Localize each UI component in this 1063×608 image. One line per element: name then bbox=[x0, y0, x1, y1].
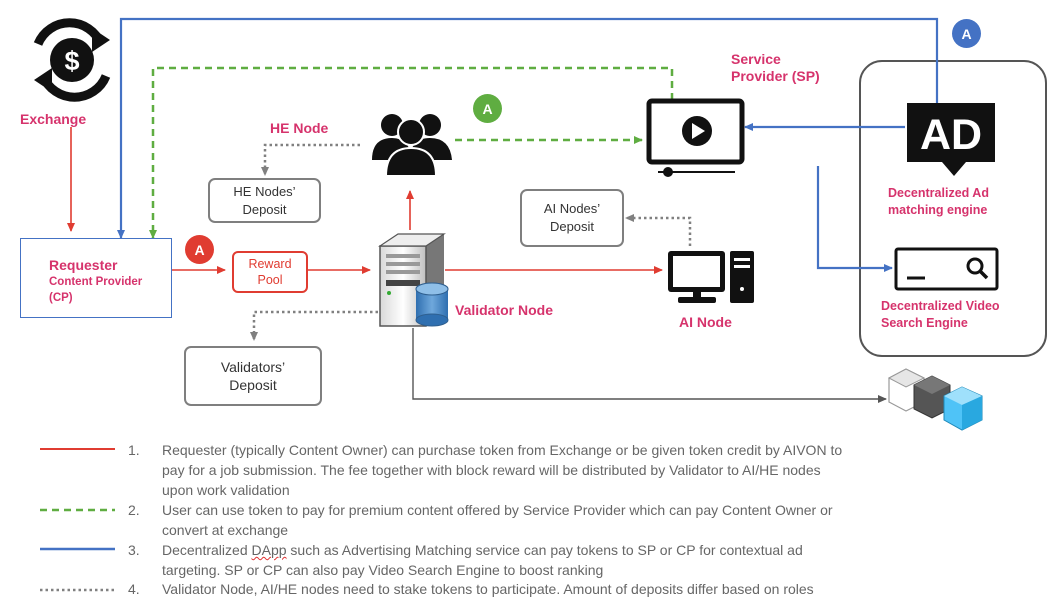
exchange-label: Exchange bbox=[20, 111, 87, 127]
video-search-line2: Search Engine bbox=[881, 316, 968, 330]
currency-exchange-icon: $ bbox=[33, 18, 111, 102]
ad-engine-line1: Decentralized Ad bbox=[888, 186, 989, 200]
svg-text:AD: AD bbox=[920, 111, 982, 159]
badge-red-a: A bbox=[185, 235, 214, 264]
legend-2-line1: User can use token to pay for premium co… bbox=[162, 502, 833, 518]
badge-green-a: A bbox=[473, 94, 502, 123]
validator-node-label: Validator Node bbox=[455, 302, 554, 318]
he-deposit-line2: Deposit bbox=[242, 201, 287, 217]
validators-deposit-line1: Validators’ bbox=[220, 359, 286, 375]
service-provider-line2: Provider (SP) bbox=[731, 68, 820, 84]
green-flow-lines bbox=[149, 66, 674, 239]
blue-flow-lines bbox=[117, 17, 939, 272]
reward-pool-box[interactable]: Reward Pool bbox=[232, 251, 308, 293]
red-flow-lines bbox=[67, 127, 663, 274]
legend-num-4: 4. bbox=[128, 581, 140, 597]
people-group-icon bbox=[372, 114, 452, 177]
badge-blue-a: A bbox=[952, 19, 981, 48]
legend-text-2: User can use token to pay for premium co… bbox=[162, 500, 902, 540]
video-search-line1: Decentralized Video bbox=[881, 299, 1000, 313]
legend-2-line2: convert at exchange bbox=[162, 522, 289, 538]
svg-text:$: $ bbox=[64, 46, 79, 76]
server-database-icon bbox=[378, 233, 449, 327]
blockchain-cubes-icon bbox=[887, 368, 983, 431]
requester-box[interactable]: Requester Content Provider (CP) bbox=[20, 238, 172, 318]
ai-deposit-line2: Deposit bbox=[549, 219, 595, 234]
legend-num-1: 1. bbox=[128, 442, 140, 458]
video-search-label: Decentralized Video Search Engine bbox=[881, 298, 1000, 332]
legend-3-dapp: DApp bbox=[251, 542, 287, 558]
legend-text-3: Decentralized DApp such as Advertising M… bbox=[162, 540, 902, 580]
legend-1-line3: upon work validation bbox=[162, 482, 290, 498]
legend-num-2: 2. bbox=[128, 502, 140, 518]
decentralized-services-container bbox=[859, 60, 1047, 357]
validators-deposit-box[interactable]: Validators’ Deposit bbox=[184, 346, 322, 406]
requester-subtitle: Content Provider bbox=[49, 276, 143, 288]
he-node-label: HE Node bbox=[270, 120, 329, 136]
legend-text-4: Validator Node, AI/HE nodes need to stak… bbox=[162, 579, 902, 599]
gray-deposit-lines bbox=[250, 143, 692, 341]
requester-subtitle-cp: (CP) bbox=[49, 292, 73, 304]
legend-1-line2: pay for a job submission. The fee togeth… bbox=[162, 462, 821, 478]
legend-3-post: such as Advertising Matching service can… bbox=[286, 542, 803, 558]
search-bar-icon bbox=[894, 247, 999, 291]
legend-3-pre: Decentralized bbox=[162, 542, 252, 558]
reward-pool-line1: Reward bbox=[248, 257, 292, 271]
service-provider-label: Service Provider (SP) bbox=[731, 51, 820, 85]
legend-num-3: 3. bbox=[128, 542, 140, 558]
desktop-computer-icon bbox=[668, 251, 754, 303]
legend-3-line1: Decentralized DApp such as Advertising M… bbox=[162, 540, 902, 560]
legend-text-1: Requester (typically Content Owner) can … bbox=[162, 440, 902, 500]
reward-pool-line2: Pool bbox=[257, 273, 283, 287]
requester-title: Requester bbox=[49, 257, 118, 273]
ai-node-label: AI Node bbox=[679, 314, 732, 330]
ai-deposit-line1: AI Nodes’ bbox=[543, 201, 601, 216]
service-provider-line1: Service bbox=[731, 51, 781, 67]
ai-nodes-deposit-box[interactable]: AI Nodes’ Deposit bbox=[520, 189, 624, 247]
ad-engine-label: Decentralized Ad matching engine bbox=[888, 185, 989, 219]
ad-engine-line2: matching engine bbox=[888, 203, 988, 217]
legend-4-line1: Validator Node, AI/HE nodes need to stak… bbox=[162, 581, 814, 597]
ad-bubble-icon: AD bbox=[907, 103, 995, 176]
validators-deposit-line2: Deposit bbox=[229, 377, 277, 393]
he-deposit-line1: HE Nodes’ bbox=[233, 183, 296, 199]
legend-1-line1: Requester (typically Content Owner) can … bbox=[162, 442, 843, 458]
legend-3-line2: targeting. SP or CP can also pay Video S… bbox=[162, 562, 604, 578]
video-monitor-icon bbox=[646, 98, 745, 177]
validator-to-blockchain-line bbox=[412, 328, 887, 403]
he-nodes-deposit-box[interactable]: HE Nodes’ Deposit bbox=[208, 178, 321, 223]
